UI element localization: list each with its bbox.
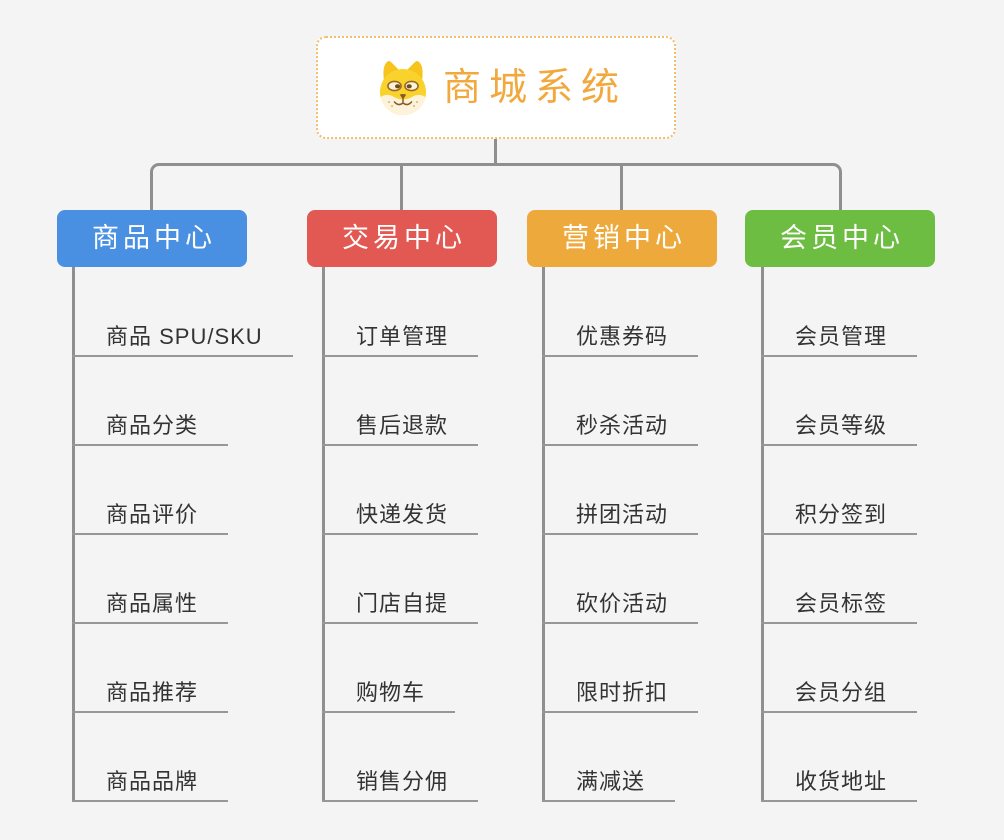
doge-face-icon [373, 59, 433, 117]
leaf-node-trade-center-5[interactable]: 购物车 [322, 673, 456, 713]
leaf-node-marketing-center-5[interactable]: 限时折扣 [542, 673, 699, 713]
bus-right-corner-connector [622, 163, 842, 210]
branch-drop-connector-2 [400, 163, 403, 210]
leaf-node-member-center-3[interactable]: 积分签到 [761, 495, 918, 535]
leaf-node-member-center-1[interactable]: 会员管理 [761, 317, 918, 357]
leaf-node-marketing-center-6[interactable]: 满减送 [542, 762, 676, 802]
root-title: 商城系统 [442, 66, 627, 109]
branch-label: 营销中心 [562, 223, 686, 253]
branch-label: 交易中心 [342, 223, 466, 253]
leaf-node-product-center-4[interactable]: 商品属性 [72, 584, 229, 624]
leaf-node-member-center-4[interactable]: 会员标签 [761, 584, 918, 624]
leaf-node-member-center-6[interactable]: 收货地址 [761, 762, 918, 802]
leaf-node-product-center-5[interactable]: 商品推荐 [72, 673, 229, 713]
bus-left-corner-connector [150, 163, 403, 210]
branch-label: 会员中心 [780, 223, 904, 253]
leaf-node-marketing-center-4[interactable]: 砍价活动 [542, 584, 699, 624]
leaf-node-trade-center-4[interactable]: 门店自提 [322, 584, 479, 624]
leaf-node-member-center-2[interactable]: 会员等级 [761, 406, 918, 446]
root-node[interactable]: 商城系统 [316, 36, 676, 139]
branch-node-product-center[interactable]: 商品中心 [57, 210, 247, 267]
leaf-node-marketing-center-1[interactable]: 优惠券码 [542, 317, 699, 357]
root-stem-connector [494, 139, 497, 166]
bus-middle-connector [300, 163, 700, 166]
branch-node-member-center[interactable]: 会员中心 [745, 210, 935, 267]
leaf-node-marketing-center-3[interactable]: 拼团活动 [542, 495, 699, 535]
branch-label: 商品中心 [92, 223, 216, 253]
leaf-node-member-center-5[interactable]: 会员分组 [761, 673, 918, 713]
leaf-node-trade-center-1[interactable]: 订单管理 [322, 317, 479, 357]
leaf-node-marketing-center-2[interactable]: 秒杀活动 [542, 406, 699, 446]
leaf-node-product-center-2[interactable]: 商品分类 [72, 406, 229, 446]
branch-drop-connector-3 [620, 163, 623, 210]
leaf-node-trade-center-3[interactable]: 快递发货 [322, 495, 479, 535]
leaf-node-trade-center-2[interactable]: 售后退款 [322, 406, 479, 446]
leaf-node-trade-center-6[interactable]: 销售分佣 [322, 762, 479, 802]
leaf-node-product-center-1[interactable]: 商品 SPU/SKU [72, 317, 293, 357]
leaf-node-product-center-3[interactable]: 商品评价 [72, 495, 229, 535]
leaf-node-product-center-6[interactable]: 商品品牌 [72, 762, 229, 802]
branch-node-trade-center[interactable]: 交易中心 [307, 210, 497, 267]
branch-node-marketing-center[interactable]: 营销中心 [527, 210, 717, 267]
